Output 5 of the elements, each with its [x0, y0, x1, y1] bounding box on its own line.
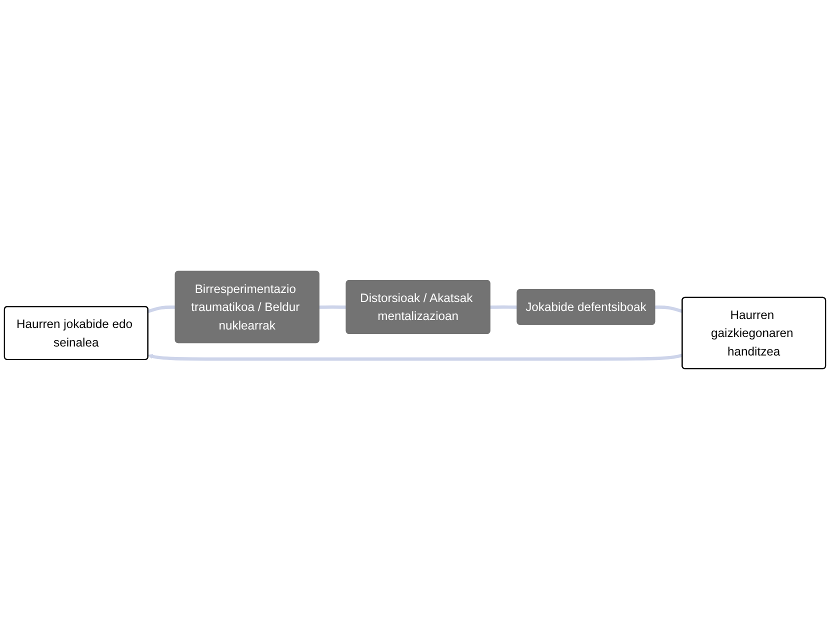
connector: [654, 306, 683, 314]
arrow: [148, 354, 683, 361]
connector: [490, 305, 518, 309]
connector: [148, 306, 176, 314]
connector: [319, 305, 347, 309]
